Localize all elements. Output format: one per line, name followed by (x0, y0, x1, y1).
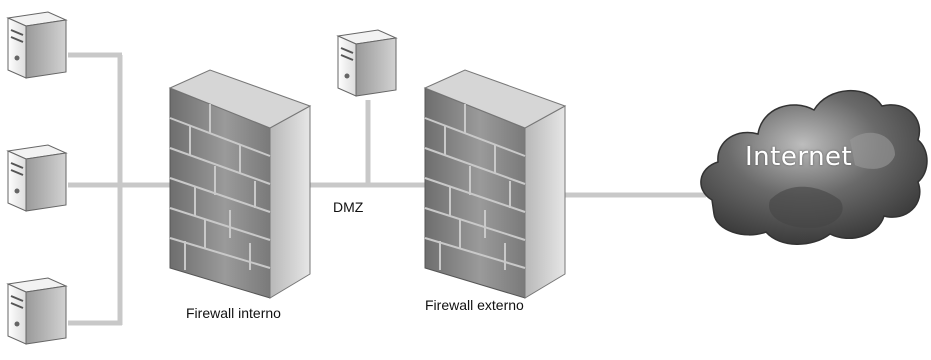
dmz-label: DMZ (333, 199, 364, 215)
cloud-icon (700, 90, 928, 245)
external-firewall-icon (424, 69, 566, 299)
internal-server-1 (7, 11, 67, 79)
network-links (68, 52, 706, 326)
internal-firewall-label: Firewall interno (186, 305, 281, 321)
dmz-server (337, 29, 397, 97)
external-firewall-label: Firewall externo (425, 297, 524, 313)
internal-server-2 (7, 144, 67, 212)
internet-label: Internet (745, 142, 853, 172)
internal-firewall-icon (169, 69, 311, 299)
internal-server-3 (7, 277, 67, 345)
